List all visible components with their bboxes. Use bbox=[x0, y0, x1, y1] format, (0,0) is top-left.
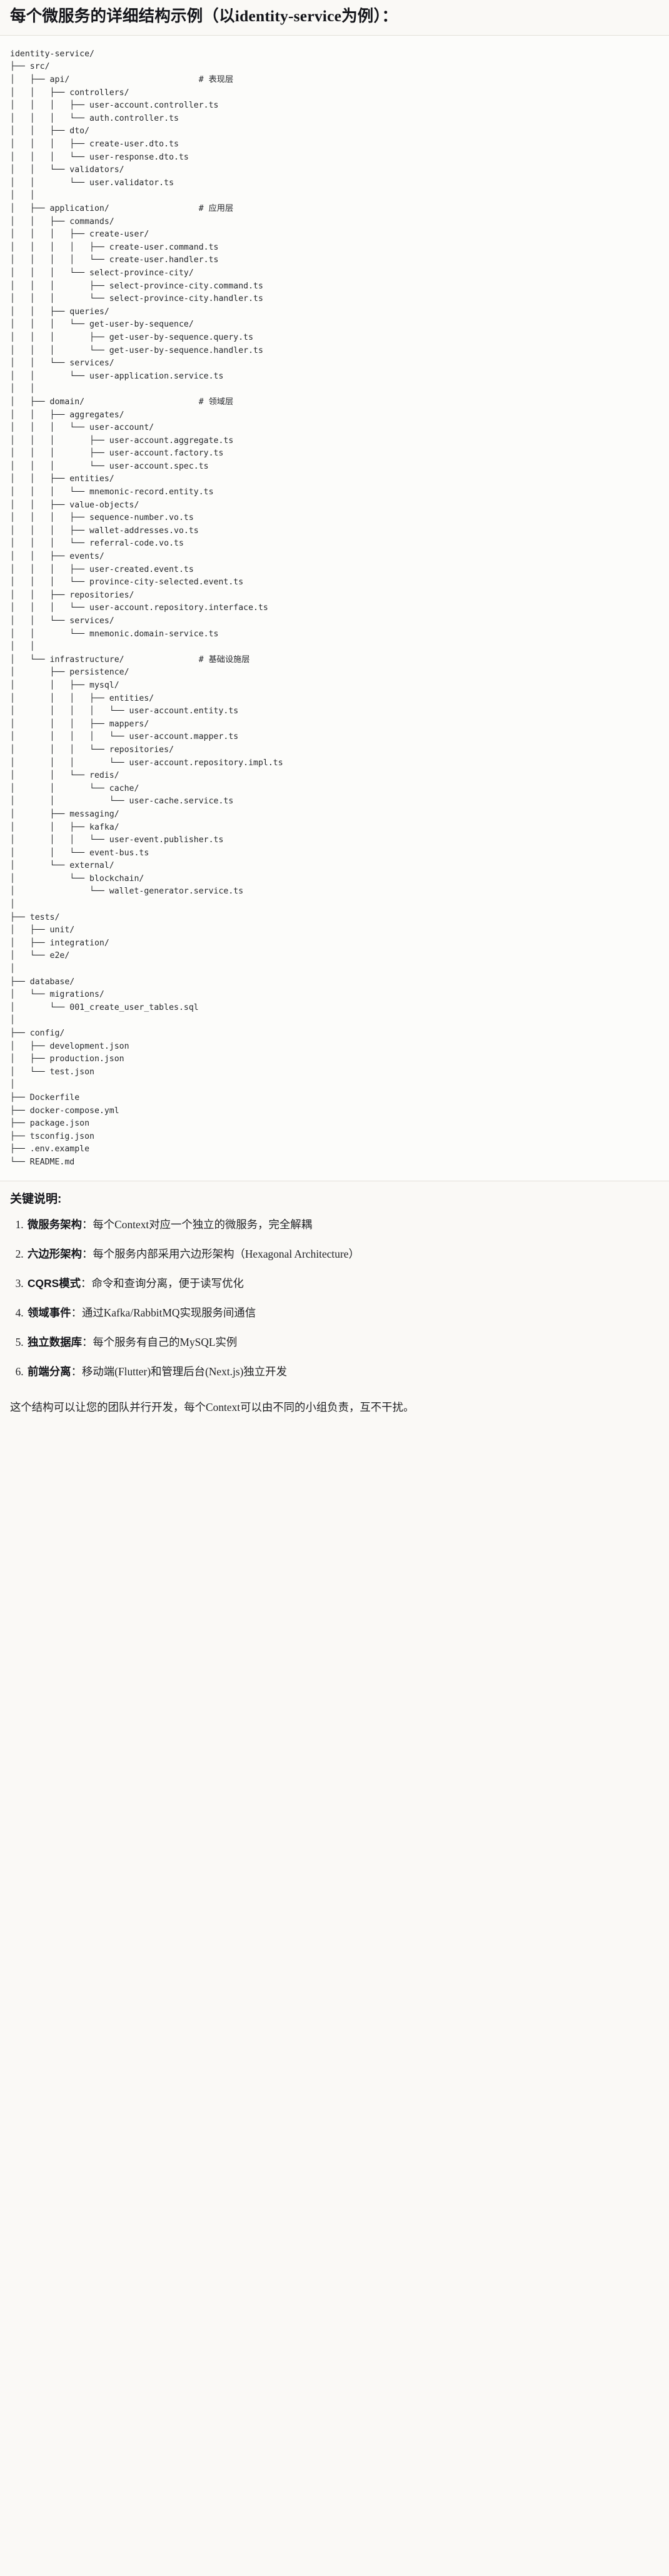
closing-paragraph: 这个结构可以让您的团队并行开发，每个Context可以由不同的小组负责，互不干扰… bbox=[0, 1396, 669, 1434]
list-item: 领域事件：通过Kafka/RabbitMQ实现服务间通信 bbox=[26, 1305, 659, 1321]
key-notes-section: 关键说明: 微服务架构：每个Context对应一个独立的微服务，完全解耦 六边形… bbox=[0, 1181, 669, 1397]
directory-tree: identity-service/ ├── src/ │ ├── api/ # … bbox=[10, 49, 283, 1167]
list-item: 独立数据库：每个服务有自己的MySQL实例 bbox=[26, 1334, 659, 1351]
note-separator: ： bbox=[81, 1336, 93, 1348]
note-body: 通过Kafka/RabbitMQ实现服务间通信 bbox=[81, 1306, 256, 1320]
title-bar: 每个微服务的详细结构示例（以identity-service为例）： bbox=[0, 0, 669, 35]
note-separator: ： bbox=[81, 1277, 92, 1290]
note-separator: ： bbox=[81, 1218, 93, 1231]
note-body: 每个Context对应一个独立的微服务，完全解耦 bbox=[93, 1218, 313, 1231]
note-term: 前端分离 bbox=[28, 1365, 71, 1378]
note-separator: ： bbox=[71, 1306, 82, 1320]
note-term: 微服务架构 bbox=[28, 1218, 82, 1231]
note-separator: ： bbox=[71, 1365, 82, 1378]
list-item: 前端分离：移动端(Flutter)和管理后台(Next.js)独立开发 bbox=[26, 1363, 659, 1380]
note-body: 每个服务有自己的MySQL实例 bbox=[93, 1336, 238, 1348]
title-divider bbox=[0, 34, 669, 36]
note-term: 六边形架构 bbox=[28, 1248, 82, 1261]
note-separator: ： bbox=[81, 1248, 93, 1261]
note-term: 领域事件 bbox=[28, 1306, 71, 1320]
list-item: 微服务架构：每个Context对应一个独立的微服务，完全解耦 bbox=[26, 1216, 659, 1233]
list-item: 六边形架构：每个服务内部采用六边形架构（Hexagonal Architectu… bbox=[26, 1246, 659, 1263]
note-body: 命令和查询分离，便于读写优化 bbox=[91, 1277, 244, 1290]
note-body: 每个服务内部采用六边形架构（Hexagonal Architecture） bbox=[93, 1248, 360, 1261]
note-term: 独立数据库 bbox=[28, 1336, 82, 1348]
list-item: CQRS模式：命令和查询分离，便于读写优化 bbox=[26, 1275, 659, 1292]
note-term: CQRS模式 bbox=[28, 1277, 81, 1290]
key-notes-list: 微服务架构：每个Context对应一个独立的微服务，完全解耦 六边形架构：每个服… bbox=[10, 1216, 659, 1380]
directory-tree-block: identity-service/ ├── src/ │ ├── api/ # … bbox=[0, 35, 669, 1181]
key-notes-heading: 关键说明: bbox=[10, 1192, 62, 1206]
page-title: 每个微服务的详细结构示例（以identity-service为例）： bbox=[10, 7, 398, 25]
note-body: 移动端(Flutter)和管理后台(Next.js)独立开发 bbox=[81, 1365, 287, 1378]
